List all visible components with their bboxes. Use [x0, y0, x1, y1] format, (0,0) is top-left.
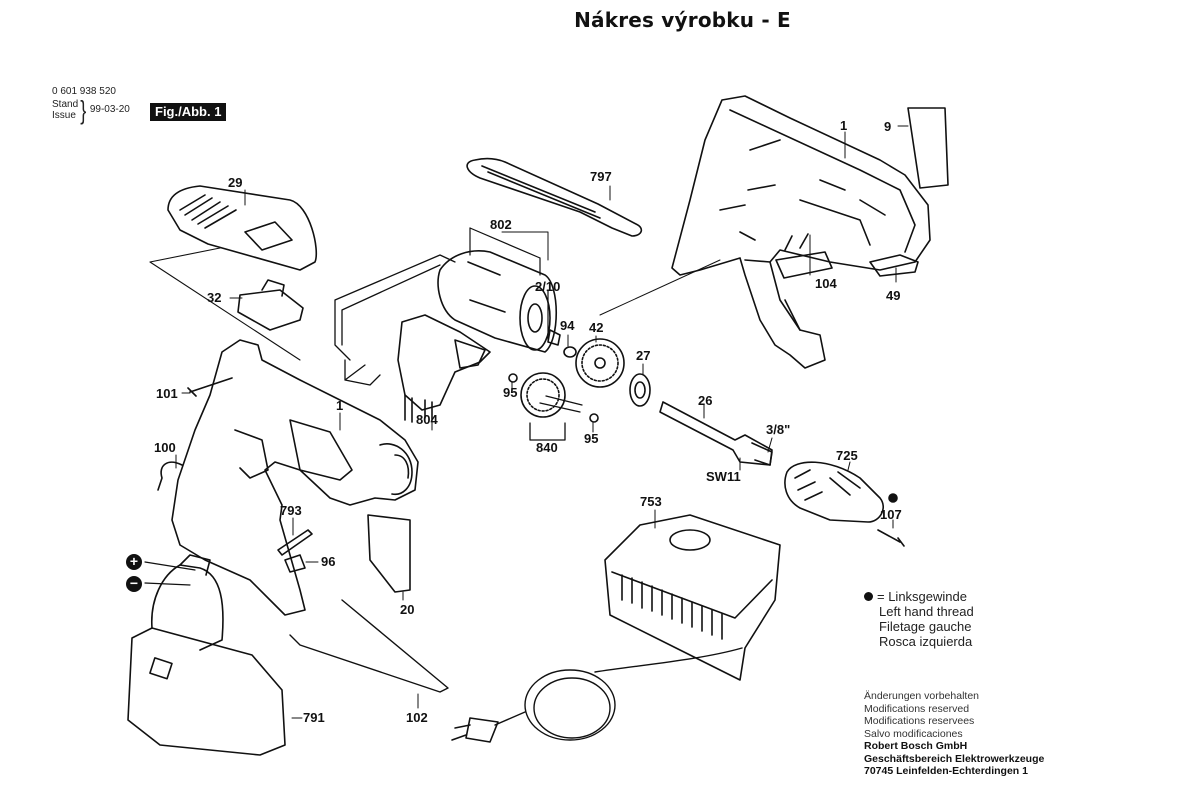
- motor-802: [437, 250, 561, 353]
- document-meta: 0 601 938 520 Stand Issue } 99-03-20: [52, 86, 130, 125]
- battery-791: [127, 554, 286, 756]
- part-number: 0 601 938 520: [52, 86, 116, 97]
- part-label: 840: [536, 440, 558, 455]
- screw-101: [187, 377, 233, 397]
- issue-label: Issue: [52, 110, 76, 121]
- belt-797: [466, 157, 643, 237]
- power-plug: [451, 717, 499, 743]
- part-label: 802: [490, 217, 512, 232]
- legend: = Linksgewinde Left hand thread Filetage…: [864, 589, 974, 649]
- wire-harness: [334, 254, 456, 386]
- notice-line: Änderungen vorbehalten: [864, 690, 980, 702]
- part-label: 804: [416, 412, 438, 427]
- part-label: 107: [880, 507, 902, 522]
- part-label: 793: [280, 503, 302, 518]
- power-cord: [494, 647, 743, 741]
- part-label: 104: [815, 276, 837, 291]
- company-name: Robert Bosch GmbH: [864, 740, 968, 752]
- plus-terminal-icon: +: [126, 554, 142, 570]
- stand-label: Stand: [52, 99, 79, 110]
- legend-meaning: = Linksgewinde: [877, 589, 967, 604]
- minus-terminal-icon: −: [126, 576, 142, 592]
- part-label: 2/10: [535, 279, 561, 294]
- notice-line: Salvo modificaciones: [864, 727, 963, 740]
- legend-line: Left hand thread: [879, 604, 974, 619]
- battery-cover-29: [167, 185, 317, 271]
- notice-line: Modifications reserved: [864, 702, 970, 715]
- company-division: Geschäftsbereich Elektrowerkzeuge: [864, 752, 1045, 765]
- part-32: [237, 289, 304, 331]
- part-label: 95: [503, 385, 518, 400]
- part-label: 95: [584, 431, 599, 446]
- wire-100: [157, 461, 183, 491]
- housing-right-half: [671, 95, 931, 369]
- legend-line: Filetage gauche: [879, 619, 972, 634]
- part-label: 100: [154, 440, 176, 455]
- part-label: 94: [560, 318, 575, 333]
- part-label: 32: [207, 290, 222, 305]
- ball-95b: [589, 413, 599, 423]
- charger-753: [604, 514, 781, 681]
- issue-date: 99-03-20: [89, 104, 130, 115]
- company-address: 70745 Leinfelden-Echterdingen 1: [864, 765, 1028, 777]
- bearing-27: [629, 373, 651, 407]
- chuck-725: [784, 461, 884, 523]
- notice-line: Modifications reservees: [864, 715, 975, 727]
- part-label: 102: [406, 710, 428, 725]
- footer-notice: Änderungen vorbehalten Modifications res…: [864, 690, 1044, 778]
- gear-42: [575, 338, 625, 388]
- part-label: 1: [336, 398, 344, 413]
- sleeve-94: [563, 346, 577, 358]
- part-label: 725: [836, 448, 858, 463]
- part-label: 96: [321, 554, 336, 569]
- clip-96: [284, 554, 306, 573]
- label-plate-20: [367, 514, 411, 593]
- part-label: 791: [303, 710, 325, 725]
- contact-plate-104: [775, 251, 833, 279]
- figure-badge: Fig./Abb. 1: [150, 103, 227, 121]
- part-label: SW11: [706, 469, 741, 484]
- leader-lines: [175, 125, 909, 719]
- left-hand-thread-dot: [888, 493, 898, 503]
- switch-804: [397, 314, 491, 423]
- page-title: Nákres výrobku - E: [574, 8, 791, 32]
- gear-840: [520, 372, 583, 441]
- part-label: 20: [400, 602, 415, 617]
- contact-49: [869, 254, 919, 277]
- bit-793: [277, 529, 313, 556]
- part-label: 3/8": [766, 422, 791, 437]
- part-label: 797: [590, 169, 612, 184]
- housing-left-half: [171, 339, 419, 616]
- part-label: 9: [884, 119, 892, 134]
- bullet-dot-icon: [864, 592, 873, 601]
- spindle-26: [659, 401, 773, 466]
- stand-issue: Stand Issue } 99-03-20: [52, 95, 130, 125]
- legend-line: Rosca izquierda: [879, 634, 973, 649]
- part-label: 101: [156, 386, 178, 401]
- ball-95a: [508, 373, 518, 383]
- part-label: 27: [636, 348, 651, 363]
- part-label: 49: [886, 288, 901, 303]
- screw-107: [877, 529, 905, 547]
- brace-icon: }: [80, 95, 87, 125]
- label-plate-9: [907, 107, 949, 189]
- part-label: 753: [640, 494, 662, 509]
- wire-102: [289, 599, 449, 693]
- part-label: 1: [840, 118, 848, 133]
- part-label: 42: [589, 320, 604, 335]
- part-label: 29: [228, 175, 243, 190]
- part-label: 26: [698, 393, 713, 408]
